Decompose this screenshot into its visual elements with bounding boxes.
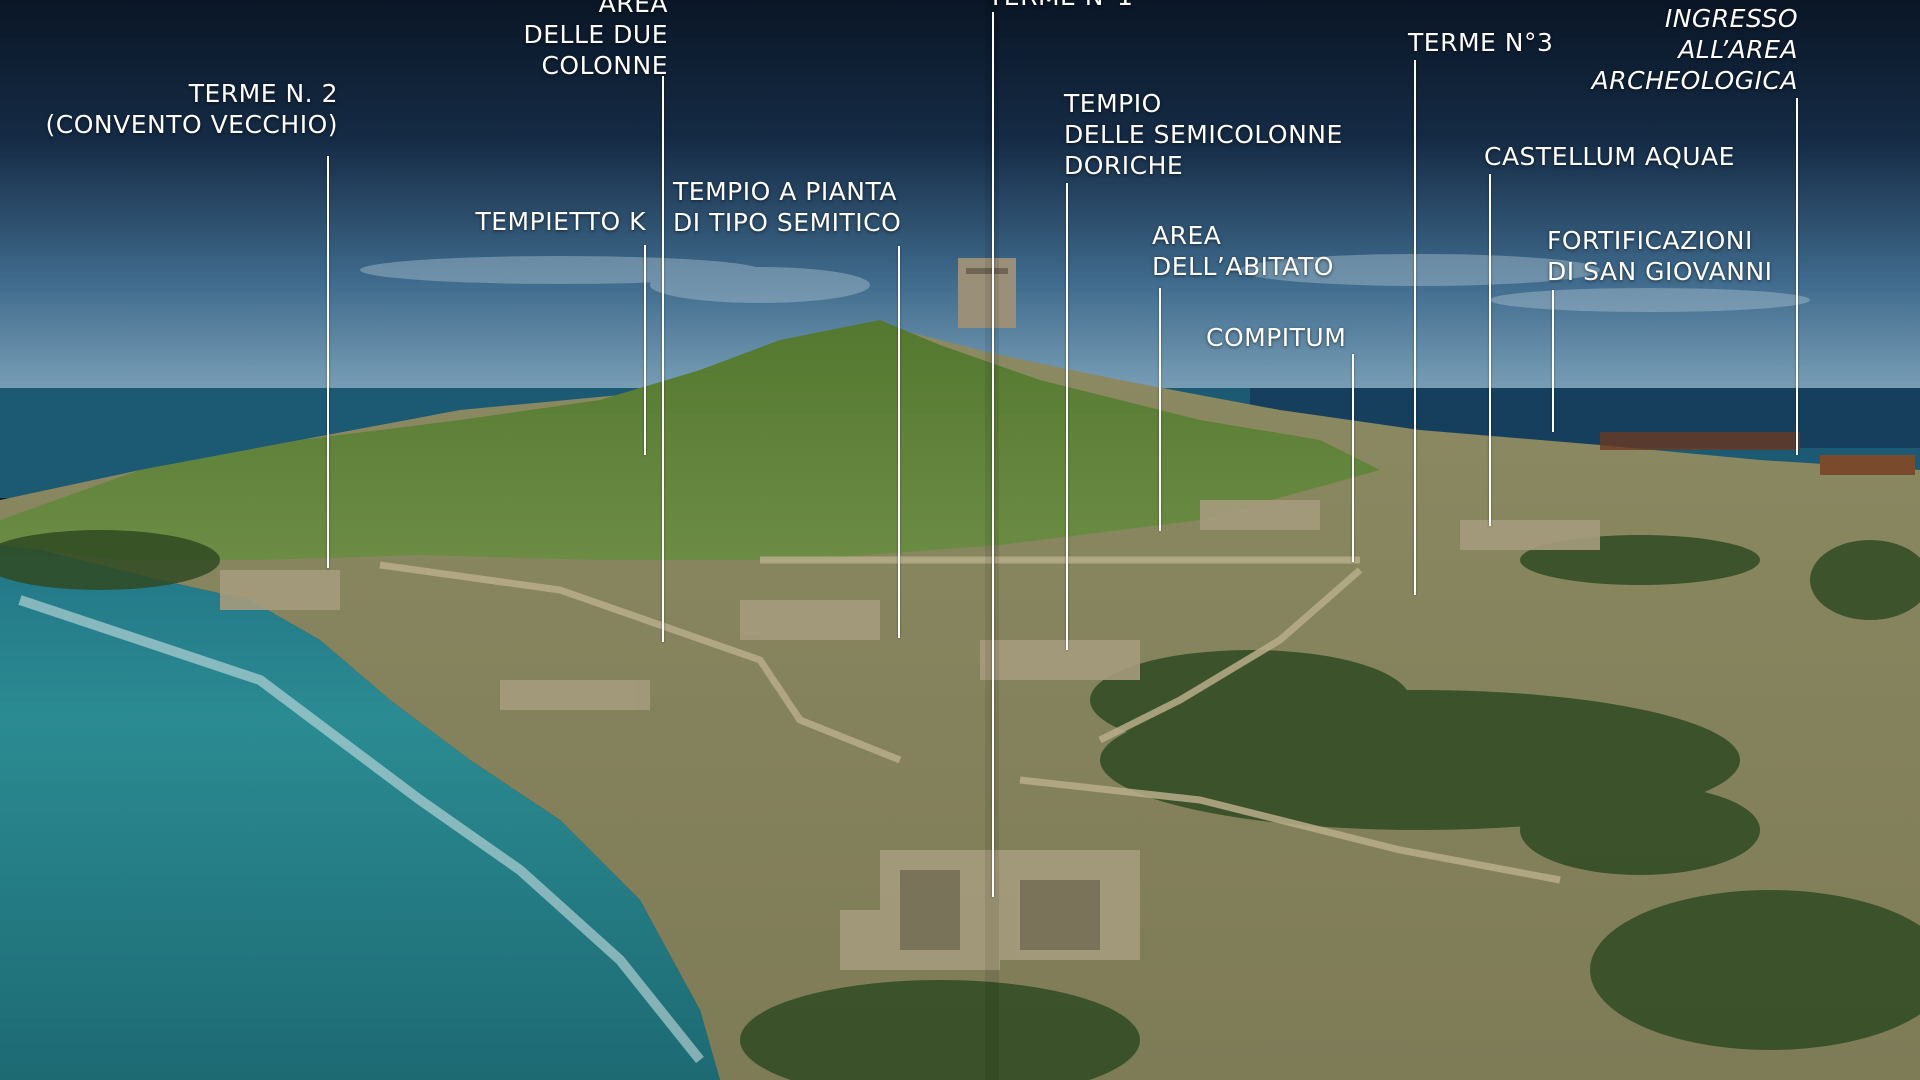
coastal-sea (0, 480, 720, 1080)
surf-foam (18, 595, 704, 1064)
paths (379, 556, 1561, 884)
clouds (360, 254, 1810, 312)
pin-terme-2 (327, 156, 329, 568)
label-castellum-aquae: CASTELLUM AQUAE (1484, 142, 1735, 171)
pin-area-due-colonne (662, 76, 664, 642)
san-giovanni-tower (958, 258, 1016, 328)
label-area-due-colonne: AREA DELLE DUE COLONNE (523, 0, 668, 80)
ruin-shadows (900, 870, 1100, 950)
label-area-abitato: AREA DELL’ABITATO (1152, 221, 1334, 281)
pin-tempio-semitico (898, 246, 900, 638)
vegetation (0, 530, 1920, 1080)
label-tempietto-k: TEMPIETTO K (475, 207, 646, 236)
pin-ingresso (1796, 98, 1798, 455)
pin-terme-1 (992, 12, 994, 897)
label-fortificazioni: FORTIFICAZIONI DI SAN GIOVANNI (1547, 226, 1773, 286)
pin-tempio-semicolonne (1066, 183, 1068, 650)
pin-compitum (1352, 354, 1354, 562)
visitor-buildings (1600, 432, 1915, 475)
label-tempio-semicolonne: TEMPIO DELLE SEMICOLONNE DORICHE (1064, 89, 1343, 180)
hill (0, 320, 1380, 560)
label-terme-1: TERME N°1 (988, 0, 1133, 12)
pin-fortificazioni (1552, 290, 1554, 432)
label-tempio-semitico: TEMPIO A PIANTA DI TIPO SEMITICO (673, 177, 902, 237)
label-compitum: COMPITUM (1206, 323, 1347, 352)
label-terme-3: TERME N°3 (1408, 28, 1554, 57)
label-terme-2: TERME N. 2 (CONVENTO VECCHIO) (45, 79, 338, 139)
pin-castellum-aquae (1489, 174, 1491, 526)
pin-area-abitato (1159, 288, 1161, 531)
pin-tempietto-k (644, 245, 646, 455)
pin-terme-3 (1414, 60, 1416, 595)
sky (0, 0, 1920, 400)
label-ingresso: INGRESSO ALL’AREA ARCHEOLOGICA (1591, 4, 1798, 95)
